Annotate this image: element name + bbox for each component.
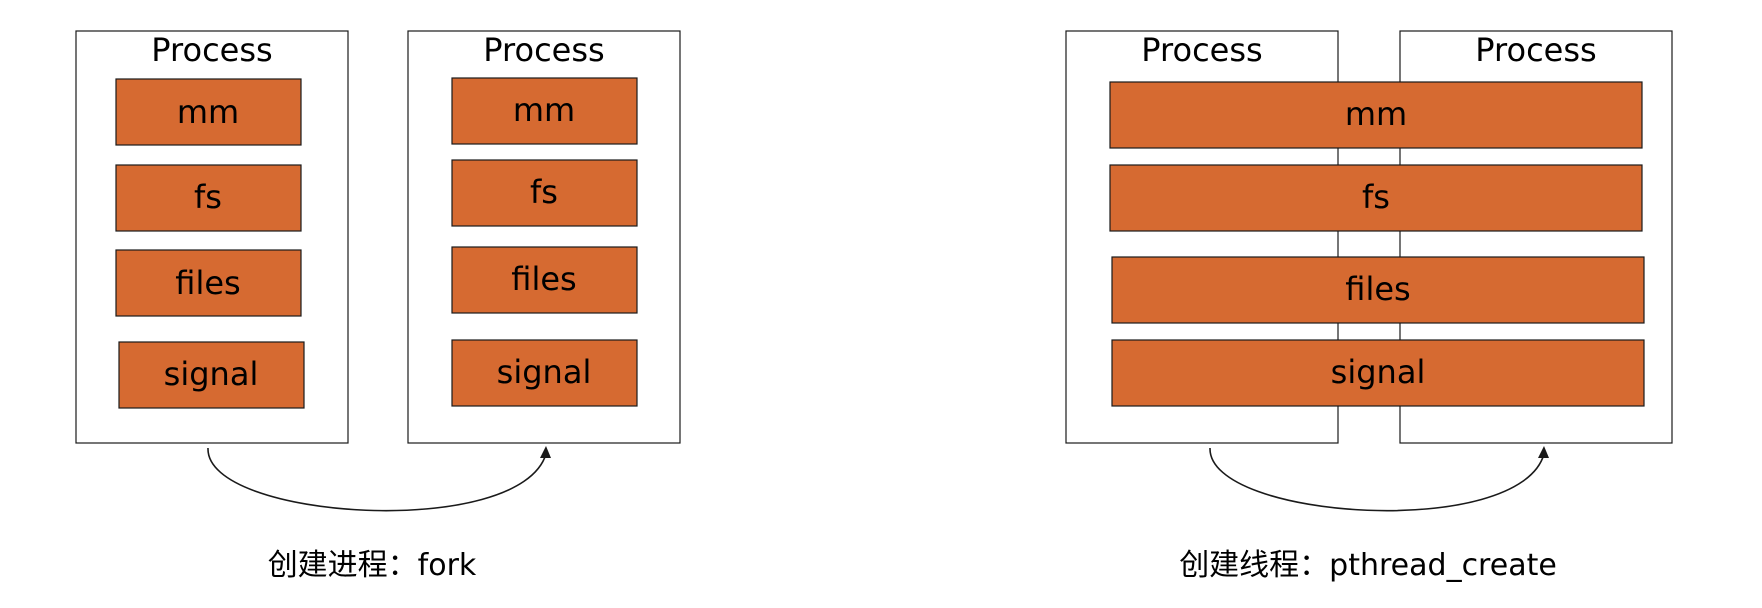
fork-child-files-box bbox=[451, 246, 638, 314]
fork-caption: 创建进程：fork bbox=[268, 548, 477, 583]
fork-arrowhead-icon bbox=[540, 446, 551, 458]
fork-parent-process: Process mm fs files signal bbox=[75, 30, 349, 444]
thread-shared-signal-label: signal bbox=[1331, 353, 1426, 391]
fork-child-signal-box bbox=[451, 339, 638, 407]
thread-shared-signal-box bbox=[1111, 339, 1645, 407]
thread-shared-fs-label: fs bbox=[1362, 178, 1390, 216]
fork-child-fs-label: fs bbox=[530, 173, 558, 211]
fork-parent-mm-label: mm bbox=[177, 93, 239, 131]
thread-arrowhead-icon bbox=[1538, 446, 1549, 458]
thread-shared-mm-label: mm bbox=[1345, 95, 1407, 133]
fork-child-mm-box bbox=[451, 77, 638, 145]
fork-parent-signal-box bbox=[118, 341, 305, 409]
thread-right-process-title: Process bbox=[1475, 31, 1596, 69]
fork-child-mm-label: mm bbox=[513, 91, 575, 129]
fork-child-process: Process mm fs files signal bbox=[407, 30, 681, 444]
fork-parent-files-box bbox=[115, 249, 302, 317]
fork-diagram: Process mm fs files signal Process mm fs… bbox=[75, 30, 681, 583]
thread-arrow-arc bbox=[1209, 447, 1545, 512]
fork-child-process-title: Process bbox=[483, 31, 604, 69]
thread-caption: 创建线程：pthread_create bbox=[1179, 548, 1557, 583]
thread-shared-files-label: files bbox=[1345, 270, 1410, 308]
thread-shared-fs-box bbox=[1109, 164, 1643, 232]
fork-child-fs-box bbox=[451, 159, 638, 227]
fork-parent-mm-box bbox=[115, 78, 302, 146]
thread-left-process-title: Process bbox=[1141, 31, 1262, 69]
fork-child-files-label: files bbox=[511, 260, 576, 298]
fork-arrow-arc bbox=[207, 447, 547, 512]
fork-parent-process-title: Process bbox=[151, 31, 272, 69]
thread-shared-files-box bbox=[1111, 256, 1645, 324]
thread-shared-mm-box bbox=[1109, 81, 1643, 149]
fork-parent-files-label: files bbox=[175, 264, 240, 302]
fork-parent-fs-label: fs bbox=[194, 178, 222, 216]
fork-child-signal-label: signal bbox=[497, 353, 592, 391]
fork-parent-fs-box bbox=[115, 164, 302, 232]
thread-diagram: Process Process mm fs files signal 创建线程：… bbox=[1065, 30, 1673, 583]
fork-parent-signal-label: signal bbox=[164, 355, 259, 393]
